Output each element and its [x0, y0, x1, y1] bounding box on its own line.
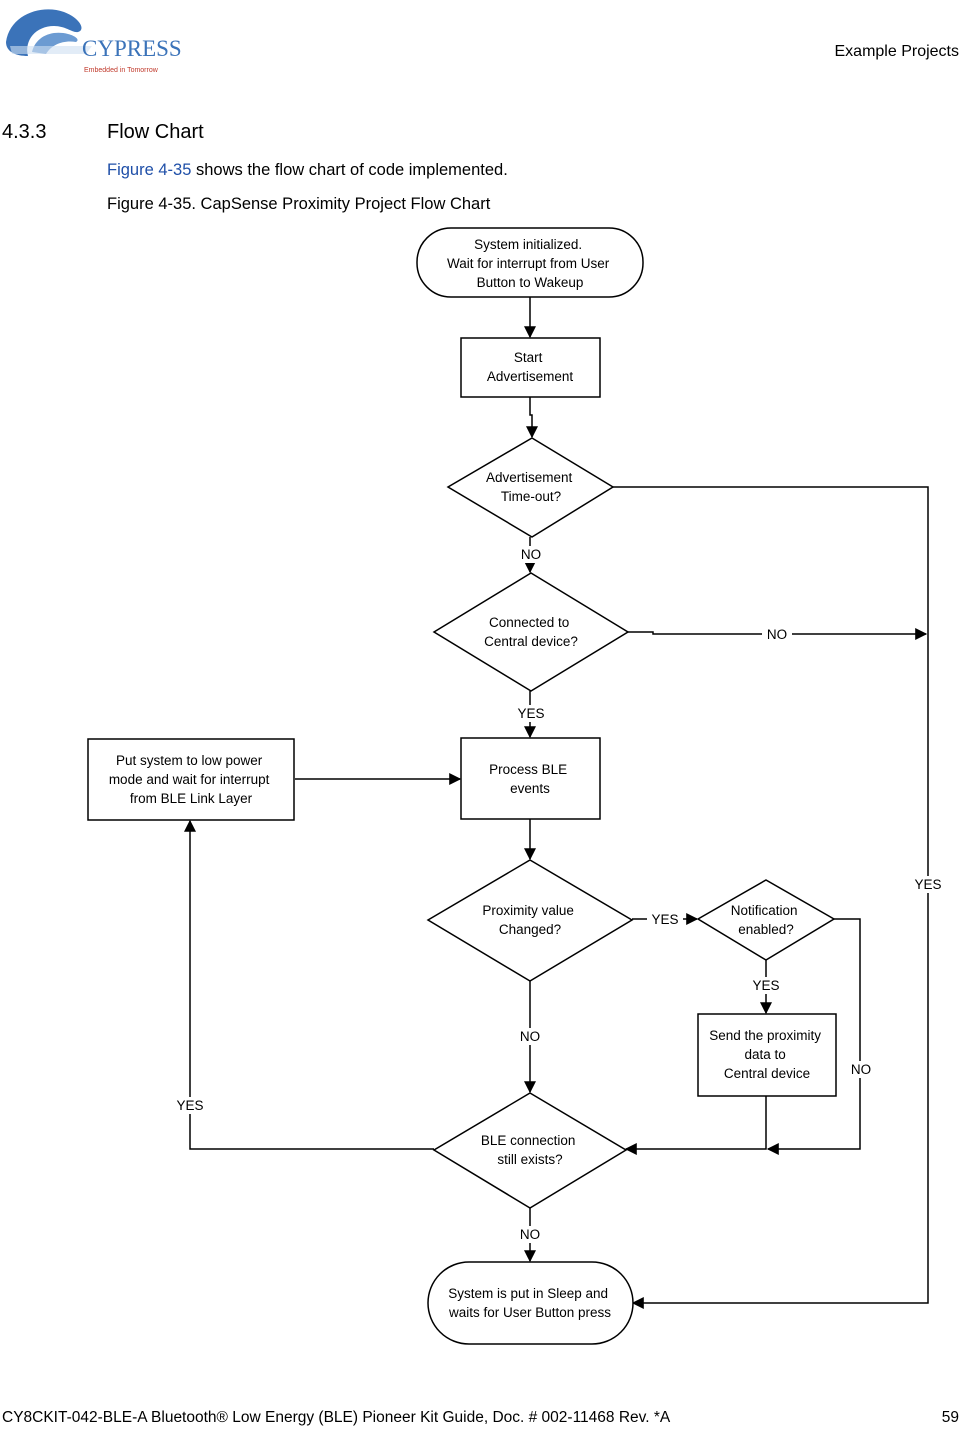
- process-low-power: [87, 738, 295, 821]
- decision-ble-exists: [432, 1092, 628, 1209]
- decision-adv-timeout: [446, 437, 615, 538]
- low-power-line-1: Put system to low power: [116, 753, 263, 768]
- send-data-line-3: Central device: [724, 1066, 810, 1081]
- svg-text:Send the proximity data to: Send the proximity data to Central devic…: [709, 1028, 825, 1081]
- svg-text:System initialized. Wait f: System initialized. Wait for interrupt f…: [447, 237, 613, 290]
- svg-text:BLE connection still exist: BLE connection still exists?: [481, 1133, 579, 1167]
- section-number: 4.3.3: [2, 121, 47, 143]
- label-ble-yes: YES: [176, 1098, 203, 1113]
- terminal-sleep: [427, 1261, 634, 1345]
- label-notif-no: NO: [851, 1062, 871, 1077]
- label-notif-yes: YES: [752, 978, 779, 993]
- process-ble-events: [460, 737, 601, 820]
- section-title: Flow Chart: [107, 121, 204, 143]
- process-ble-line-1: Process BLE: [489, 762, 567, 777]
- cypress-logo: CYPRESS Embedded in Tomorrow: [2, 2, 182, 76]
- init-line-1: System initialized.: [474, 237, 582, 252]
- svg-text:Connected to Central devic: Connected to Central device?: [484, 615, 578, 649]
- label-connected-yes: YES: [517, 706, 544, 721]
- label-prox-yes: YES: [651, 912, 678, 927]
- logo-wordmark: CYPRESS: [82, 36, 182, 61]
- terminal-init: [416, 227, 644, 298]
- svg-text:System is put in Sleep and: System is put in Sleep and waits for Use…: [448, 1286, 612, 1320]
- intro-paragraph: Figure 4-35 shows the flow chart of code…: [107, 161, 508, 180]
- decision-notification-enabled: [696, 879, 836, 961]
- intro-text: shows the flow chart of code implemented…: [191, 161, 508, 179]
- footer-doc-title: CY8CKIT-042-BLE-A Bluetooth® Low Energy …: [2, 1409, 671, 1426]
- low-power-line-3: from BLE Link Layer: [130, 791, 253, 806]
- prox-changed-line-2: Changed?: [499, 922, 561, 937]
- low-power-line-2: mode and wait for interrupt: [109, 772, 270, 787]
- notif-line-1: Notification: [731, 903, 798, 918]
- prox-changed-line-1: Proximity value: [482, 903, 574, 918]
- sleep-line-2: waits for User Button press: [448, 1305, 611, 1320]
- svg-text:Start Advertisement: Start Advertisement: [487, 350, 574, 384]
- logo-tagline: Embedded in Tomorrow: [84, 67, 159, 74]
- figure-caption: Figure 4-35. CapSense Proximity Project …: [107, 195, 491, 213]
- header-section-label: Example Projects: [834, 43, 960, 60]
- send-data-line-1: Send the proximity: [709, 1028, 821, 1043]
- start-adv-line-1: Start: [514, 350, 543, 365]
- label-connected-no: NO: [767, 627, 787, 642]
- ble-exists-line-2: still exists?: [497, 1152, 562, 1167]
- label-ble-no: NO: [520, 1227, 540, 1242]
- sleep-line-1: System is put in Sleep and: [448, 1286, 608, 1301]
- label-prox-no: NO: [520, 1029, 540, 1044]
- svg-text:Proximity value Changed?: Proximity value Changed?: [482, 903, 577, 937]
- adv-timeout-line-1: Advertisement: [486, 470, 573, 485]
- svg-text:Notification enabled?: Notification enabled?: [731, 903, 802, 937]
- svg-text:Advertisement Time-out?: Advertisement Time-out?: [486, 470, 576, 504]
- decision-connected: [432, 572, 630, 692]
- figure-link[interactable]: Figure 4-35: [107, 161, 192, 179]
- connected-line-2: Central device?: [484, 634, 578, 649]
- adv-timeout-line-2: Time-out?: [501, 489, 561, 504]
- init-line-3: Button to Wakeup: [477, 275, 584, 290]
- init-line-2: Wait for interrupt from User: [447, 256, 610, 271]
- ble-exists-line-1: BLE connection: [481, 1133, 576, 1148]
- start-adv-line-2: Advertisement: [487, 369, 574, 384]
- connected-line-1: Connected to: [489, 615, 569, 630]
- decision-proximity-changed: [426, 859, 634, 982]
- process-send-data: [697, 1013, 837, 1097]
- process-start-advertisement: [460, 337, 601, 398]
- label-right-yes: YES: [914, 877, 941, 892]
- svg-text:Put system to low power mo: Put system to low power mode and wait fo…: [109, 753, 273, 806]
- svg-text:Process BLE events: Process BLE events: [489, 762, 571, 796]
- footer-page-number: 59: [941, 1409, 959, 1426]
- notif-line-2: enabled?: [738, 922, 794, 937]
- label-adv-no: NO: [521, 547, 541, 562]
- process-ble-line-2: events: [510, 781, 550, 796]
- section-heading: 4.3.3 Flow Chart: [2, 121, 204, 144]
- send-data-line-2: data to: [744, 1047, 785, 1062]
